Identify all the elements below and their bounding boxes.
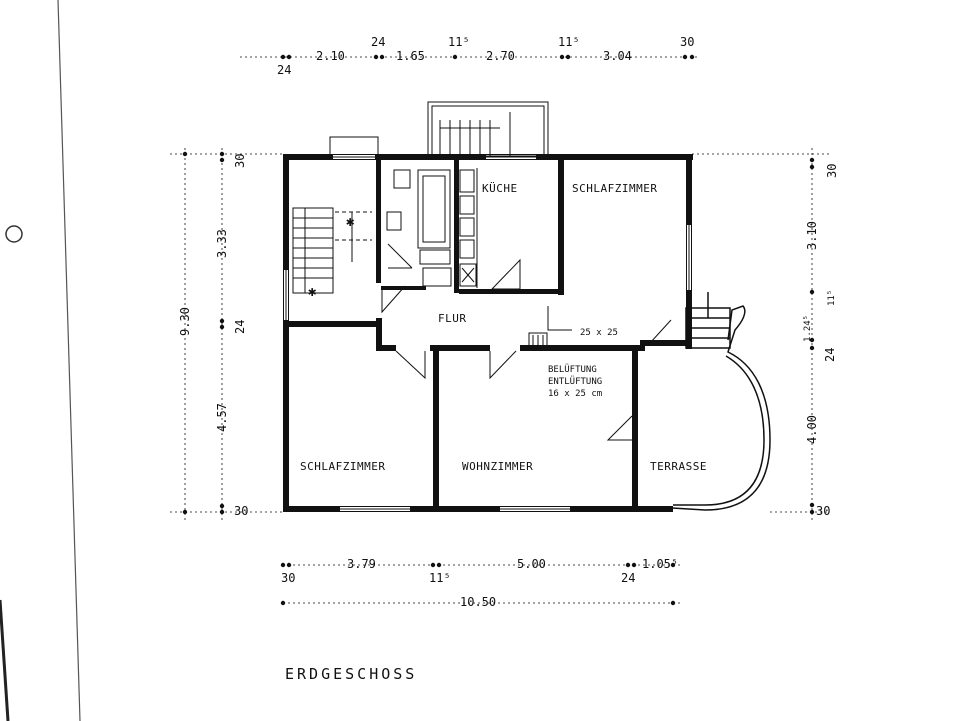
dim-top-f: 2.70 — [486, 49, 515, 63]
dimension-line-top — [240, 54, 700, 60]
kitchen-fixtures — [459, 168, 478, 288]
dim-right-bottom: 30 — [816, 504, 830, 518]
bathroom-fixtures — [386, 169, 452, 287]
vent-label-entlueftung: ENTLÜFTUNG — [548, 376, 602, 387]
dim-right-a: 3.10 — [805, 221, 819, 250]
dim-top-i: 30 — [680, 35, 694, 49]
dim-bottom-c: 11⁵ — [429, 571, 451, 585]
dim-right-d: 24 — [823, 348, 837, 362]
room-label-wohnzimmer: WOHNZIMMER — [462, 460, 533, 473]
windows — [284, 155, 691, 511]
dim-top-h: 3.04 — [603, 49, 632, 63]
vent-opening-size: 25 x 25 — [580, 328, 618, 338]
dim-top-c: 24 — [371, 35, 385, 49]
dim-bottom-d: 5.00 — [517, 557, 546, 571]
dim-right-c: 11⁵ — [827, 290, 837, 306]
dim-top-g: 11⁵ — [558, 35, 580, 49]
dim-left-total: 9.30 — [178, 307, 192, 336]
exterior-walls — [283, 154, 693, 512]
plan-title: ERDGESCHOSS — [285, 665, 417, 683]
dim-left-a: 3.33 — [215, 229, 229, 258]
dimension-line-left — [170, 148, 283, 520]
room-label-schlafzimmer-ne: SCHLAFZIMMER — [572, 182, 657, 195]
room-label-flur: FLUR — [438, 312, 467, 325]
svg-text:✱: ✱ — [308, 284, 317, 300]
dim-right-b: 1.24⁵ — [803, 315, 813, 342]
room-label-kueche: KÜCHE — [482, 182, 518, 195]
dim-top-b: 2.10 — [316, 49, 345, 63]
dim-left-b: 24 — [233, 320, 247, 334]
terrace-outline — [640, 292, 771, 511]
dim-top-d: 1.65 — [396, 49, 425, 63]
vent-label-size: 16 x 25 cm — [548, 389, 602, 399]
dim-left-c: 4.57 — [215, 403, 229, 432]
dim-bottom-a: 30 — [281, 571, 295, 585]
dim-bottom-b: 3.79 — [347, 557, 376, 571]
dim-top-a: 24 — [277, 63, 291, 77]
dim-top-e: 11⁵ — [448, 35, 470, 49]
staircase-external — [329, 101, 549, 158]
interior-walls — [289, 158, 688, 508]
svg-text:✱: ✱ — [346, 214, 355, 230]
dimension-line-bottom — [280, 562, 680, 606]
dim-right-top: 30 — [825, 164, 839, 178]
door-swings — [381, 258, 672, 441]
dim-left-top: 30 — [233, 154, 247, 168]
dimension-line-right — [692, 148, 830, 520]
dim-bottom-f: 1.05⁵ — [642, 557, 678, 571]
vent-label-belueftung: BELÜFTUNG — [548, 364, 597, 375]
vent-shaft — [528, 332, 548, 348]
staircase-internal: ✱ ✱ — [292, 207, 372, 300]
page-margin — [0, 0, 81, 721]
room-label-schlafzimmer-sw: SCHLAFZIMMER — [300, 460, 385, 473]
dim-right-e: 4.00 — [805, 415, 819, 444]
dim-left-bottom: 30 — [234, 504, 248, 518]
dim-bottom-e: 24 — [621, 571, 635, 585]
dim-bottom-total: 10.50 — [460, 595, 496, 609]
room-label-terrasse: TERRASSE — [650, 460, 707, 473]
